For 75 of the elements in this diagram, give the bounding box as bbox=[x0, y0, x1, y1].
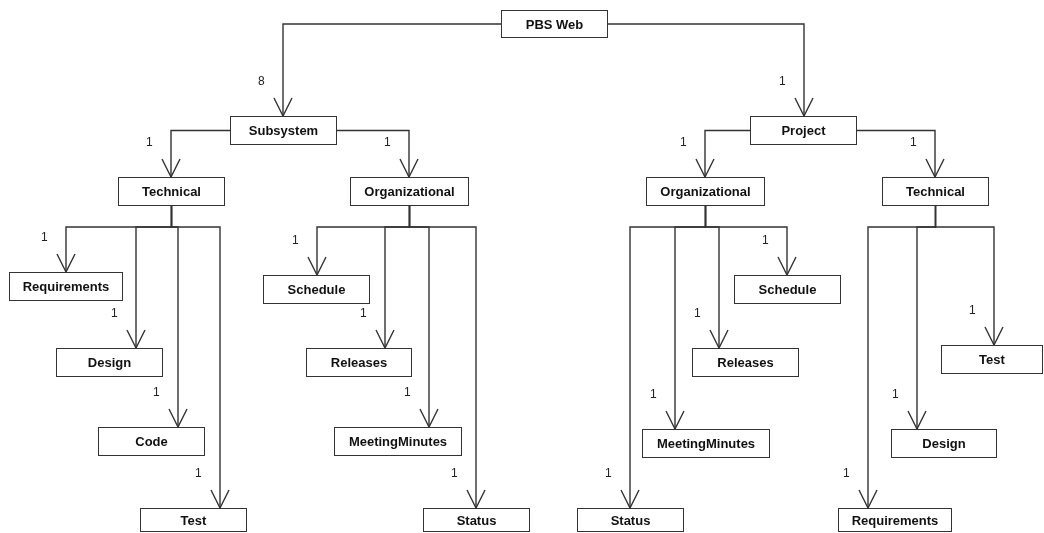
class-name: Schedule bbox=[287, 282, 346, 297]
class-box bbox=[577, 508, 684, 532]
class-box bbox=[882, 177, 989, 206]
class-box bbox=[501, 10, 608, 38]
multiplicity-label: 1 bbox=[194, 466, 203, 480]
class-name: Requirements bbox=[22, 279, 110, 294]
class-box bbox=[423, 508, 530, 532]
arrow bbox=[607, 23, 814, 117]
class-box bbox=[692, 348, 799, 377]
class-box bbox=[838, 508, 952, 532]
multiplicity-label: 1 bbox=[842, 466, 851, 480]
class-name: Releases bbox=[330, 355, 388, 370]
multiplicity-label: 1 bbox=[40, 230, 49, 244]
multiplicity-label: 1 bbox=[649, 387, 658, 401]
class-name: Subsystem bbox=[248, 123, 319, 138]
class-name: Test bbox=[979, 352, 1005, 367]
multiplicity-label: 1 bbox=[693, 306, 702, 320]
multiplicity-label: 1 bbox=[152, 385, 161, 399]
class-name: Organizational bbox=[660, 184, 751, 199]
class-box bbox=[734, 275, 841, 304]
class-name: Technical bbox=[142, 184, 201, 199]
arrow bbox=[695, 129, 751, 178]
arrow bbox=[934, 205, 1004, 346]
class-name: Design bbox=[87, 355, 132, 370]
class-name: Code bbox=[135, 434, 168, 449]
class-name: MeetingMinutes bbox=[348, 434, 448, 449]
multiplicity-label: 1 bbox=[359, 306, 368, 320]
class-box bbox=[750, 116, 857, 145]
multiplicity-label: 1 bbox=[968, 303, 977, 317]
class-box bbox=[334, 427, 462, 456]
class-box bbox=[350, 177, 469, 206]
class-box bbox=[9, 272, 123, 301]
class-name: Technical bbox=[906, 184, 965, 199]
class-box bbox=[230, 116, 337, 145]
class-name: MeetingMinutes bbox=[656, 436, 756, 451]
class-name: Design bbox=[922, 436, 966, 451]
arrow bbox=[336, 129, 419, 178]
class-box bbox=[263, 275, 370, 304]
multiplicity-label: 1 bbox=[291, 233, 300, 247]
arrow bbox=[273, 23, 502, 117]
multiplicity-label: 1 bbox=[761, 233, 770, 247]
class-box bbox=[56, 348, 163, 377]
arrow bbox=[408, 205, 486, 509]
class-box bbox=[140, 508, 247, 532]
multiplicity-label: 1 bbox=[403, 385, 412, 399]
multiplicity-label: 8 bbox=[257, 74, 266, 88]
multiplicity-label: 1 bbox=[450, 466, 459, 480]
class-box bbox=[306, 348, 412, 377]
class-name: Requirements bbox=[851, 512, 939, 528]
multiplicity-label: 1 bbox=[145, 135, 154, 149]
class-box bbox=[941, 345, 1043, 374]
multiplicity-label: 1 bbox=[891, 387, 900, 401]
multiplicity-label: 1 bbox=[679, 135, 688, 149]
multiplicity-label: 1 bbox=[604, 466, 613, 480]
arrow bbox=[856, 129, 945, 178]
arrow bbox=[170, 205, 230, 509]
multiplicity-label: 1 bbox=[909, 135, 918, 149]
arrow bbox=[704, 205, 797, 276]
class-box bbox=[646, 177, 765, 206]
class-name: Status bbox=[456, 512, 497, 528]
multiplicity-label: 1 bbox=[110, 306, 119, 320]
class-name: Project bbox=[781, 123, 826, 138]
class-box bbox=[98, 427, 205, 456]
class-box bbox=[118, 177, 225, 206]
arrow bbox=[161, 129, 231, 178]
class-box bbox=[891, 429, 997, 458]
class-name: PBS Web bbox=[525, 16, 584, 32]
class-name: Organizational bbox=[364, 184, 455, 199]
class-name: Status bbox=[610, 512, 651, 528]
class-name: Releases bbox=[717, 355, 774, 370]
multiplicity-label: 1 bbox=[778, 74, 787, 88]
class-name: Test bbox=[180, 512, 207, 528]
class-box bbox=[642, 429, 770, 458]
class-name: Schedule bbox=[758, 282, 817, 297]
multiplicity-label: 1 bbox=[383, 135, 392, 149]
